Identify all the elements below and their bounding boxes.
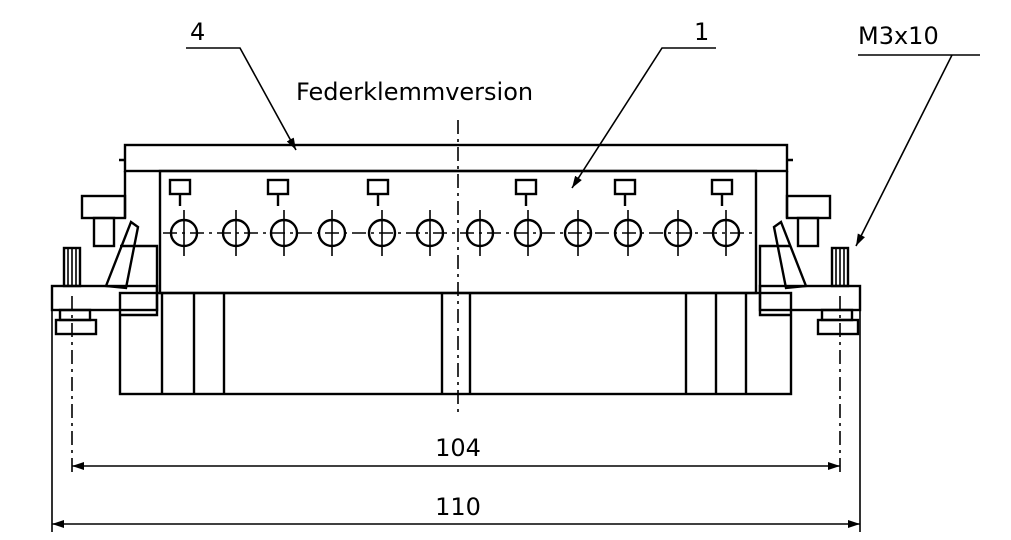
callout-right: M3x10	[856, 22, 980, 246]
dimension-outer-text: 110	[435, 493, 481, 521]
right-bracket	[758, 194, 862, 336]
right-screw	[830, 246, 850, 288]
variant-label: Federklemmversion	[296, 78, 533, 106]
callout-left: 4	[186, 18, 297, 151]
left-screw	[62, 246, 82, 288]
terminal-markers	[168, 178, 734, 206]
left-bracket	[50, 194, 159, 336]
contact-holes	[169, 210, 741, 256]
extension-lines	[51, 310, 861, 532]
connector-insert	[118, 143, 793, 396]
callout-left-text: 4	[190, 18, 205, 46]
callout-right-text: M3x10	[858, 22, 939, 50]
callout-center: 1	[571, 18, 716, 189]
dimension-inner-text: 104	[435, 434, 481, 462]
callout-center-text: 1	[694, 18, 709, 46]
